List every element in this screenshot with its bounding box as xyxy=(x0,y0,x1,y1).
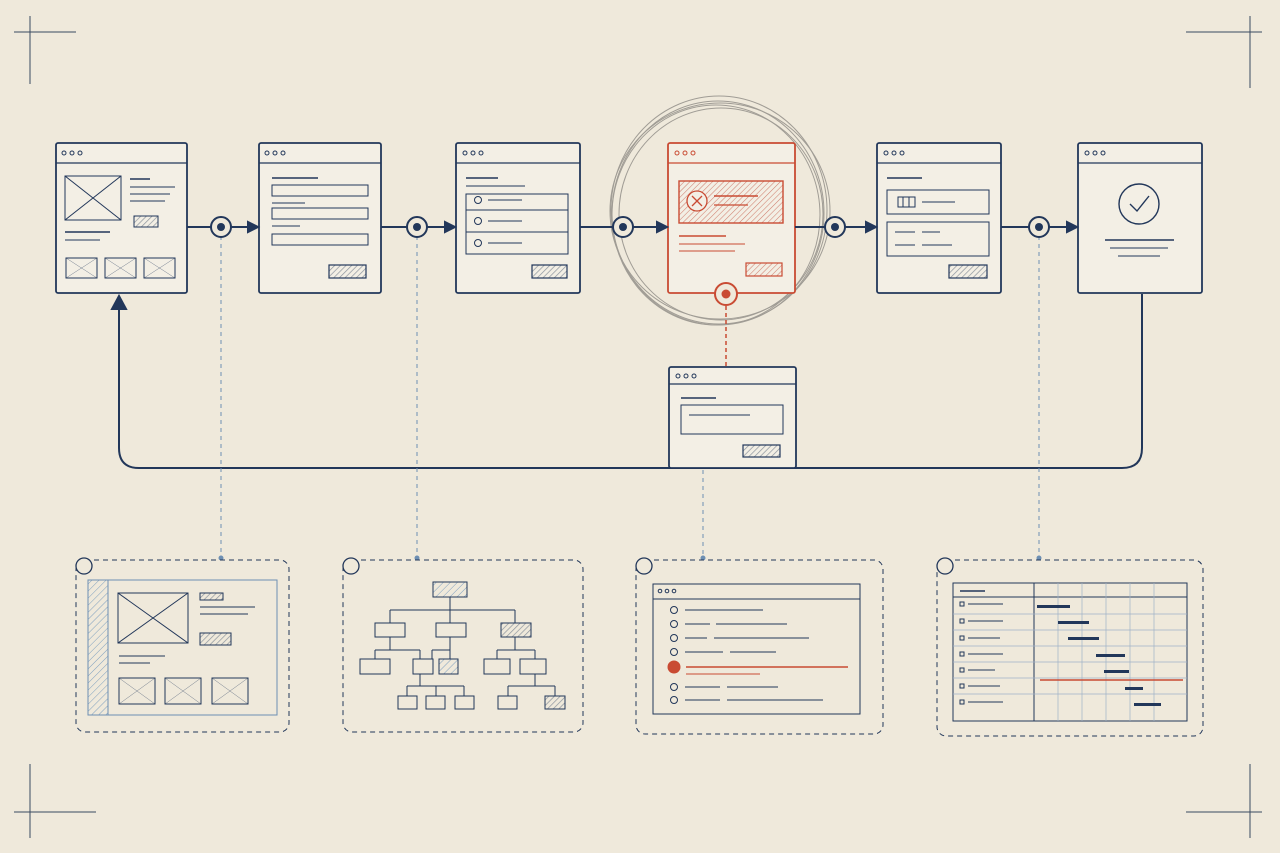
window-controls-icon xyxy=(61,150,83,156)
screen-review xyxy=(876,142,1002,294)
detail-card-wireframe xyxy=(75,557,290,733)
corner-marks xyxy=(14,16,1262,838)
connector-2 xyxy=(381,216,458,238)
gantt-bars xyxy=(1037,605,1161,706)
check-circle-icon xyxy=(1118,183,1160,225)
window-controls-icon xyxy=(883,150,905,156)
connector-4 xyxy=(795,216,879,238)
connector-5 xyxy=(1001,216,1080,238)
detail-card-checklist xyxy=(635,557,884,735)
screen-error xyxy=(667,142,796,294)
window-controls-icon xyxy=(264,150,286,156)
error-branch xyxy=(714,282,738,367)
connector-1 xyxy=(187,216,261,238)
detail-card-gantt xyxy=(936,557,1204,737)
screen-landing xyxy=(55,142,188,294)
detail-links xyxy=(220,236,1040,556)
flow-connectors xyxy=(187,216,1080,238)
return-loop-connector xyxy=(110,293,1143,469)
pencil-highlight-circle xyxy=(609,95,831,326)
window-controls-icon xyxy=(674,150,696,156)
window-controls-icon xyxy=(675,373,697,379)
card-node-icon xyxy=(635,557,653,575)
card-node-icon xyxy=(75,557,93,575)
card-node-icon xyxy=(342,557,360,575)
screen-form xyxy=(258,142,382,294)
card-icon xyxy=(897,196,916,208)
connector-3 xyxy=(580,216,670,238)
detail-card-tree xyxy=(342,557,584,733)
return-arrow-head xyxy=(110,293,128,310)
screen-options xyxy=(455,142,581,294)
window-controls-icon xyxy=(1084,150,1106,156)
screen-error-dialog xyxy=(668,366,797,469)
x-circle-icon xyxy=(686,190,708,212)
window-controls-icon xyxy=(462,150,484,156)
link-endpoints xyxy=(218,555,1042,561)
screen-success xyxy=(1077,142,1203,294)
image-placeholder-icon xyxy=(64,175,122,221)
flagged-item xyxy=(667,660,848,675)
card-node-icon xyxy=(936,557,954,575)
